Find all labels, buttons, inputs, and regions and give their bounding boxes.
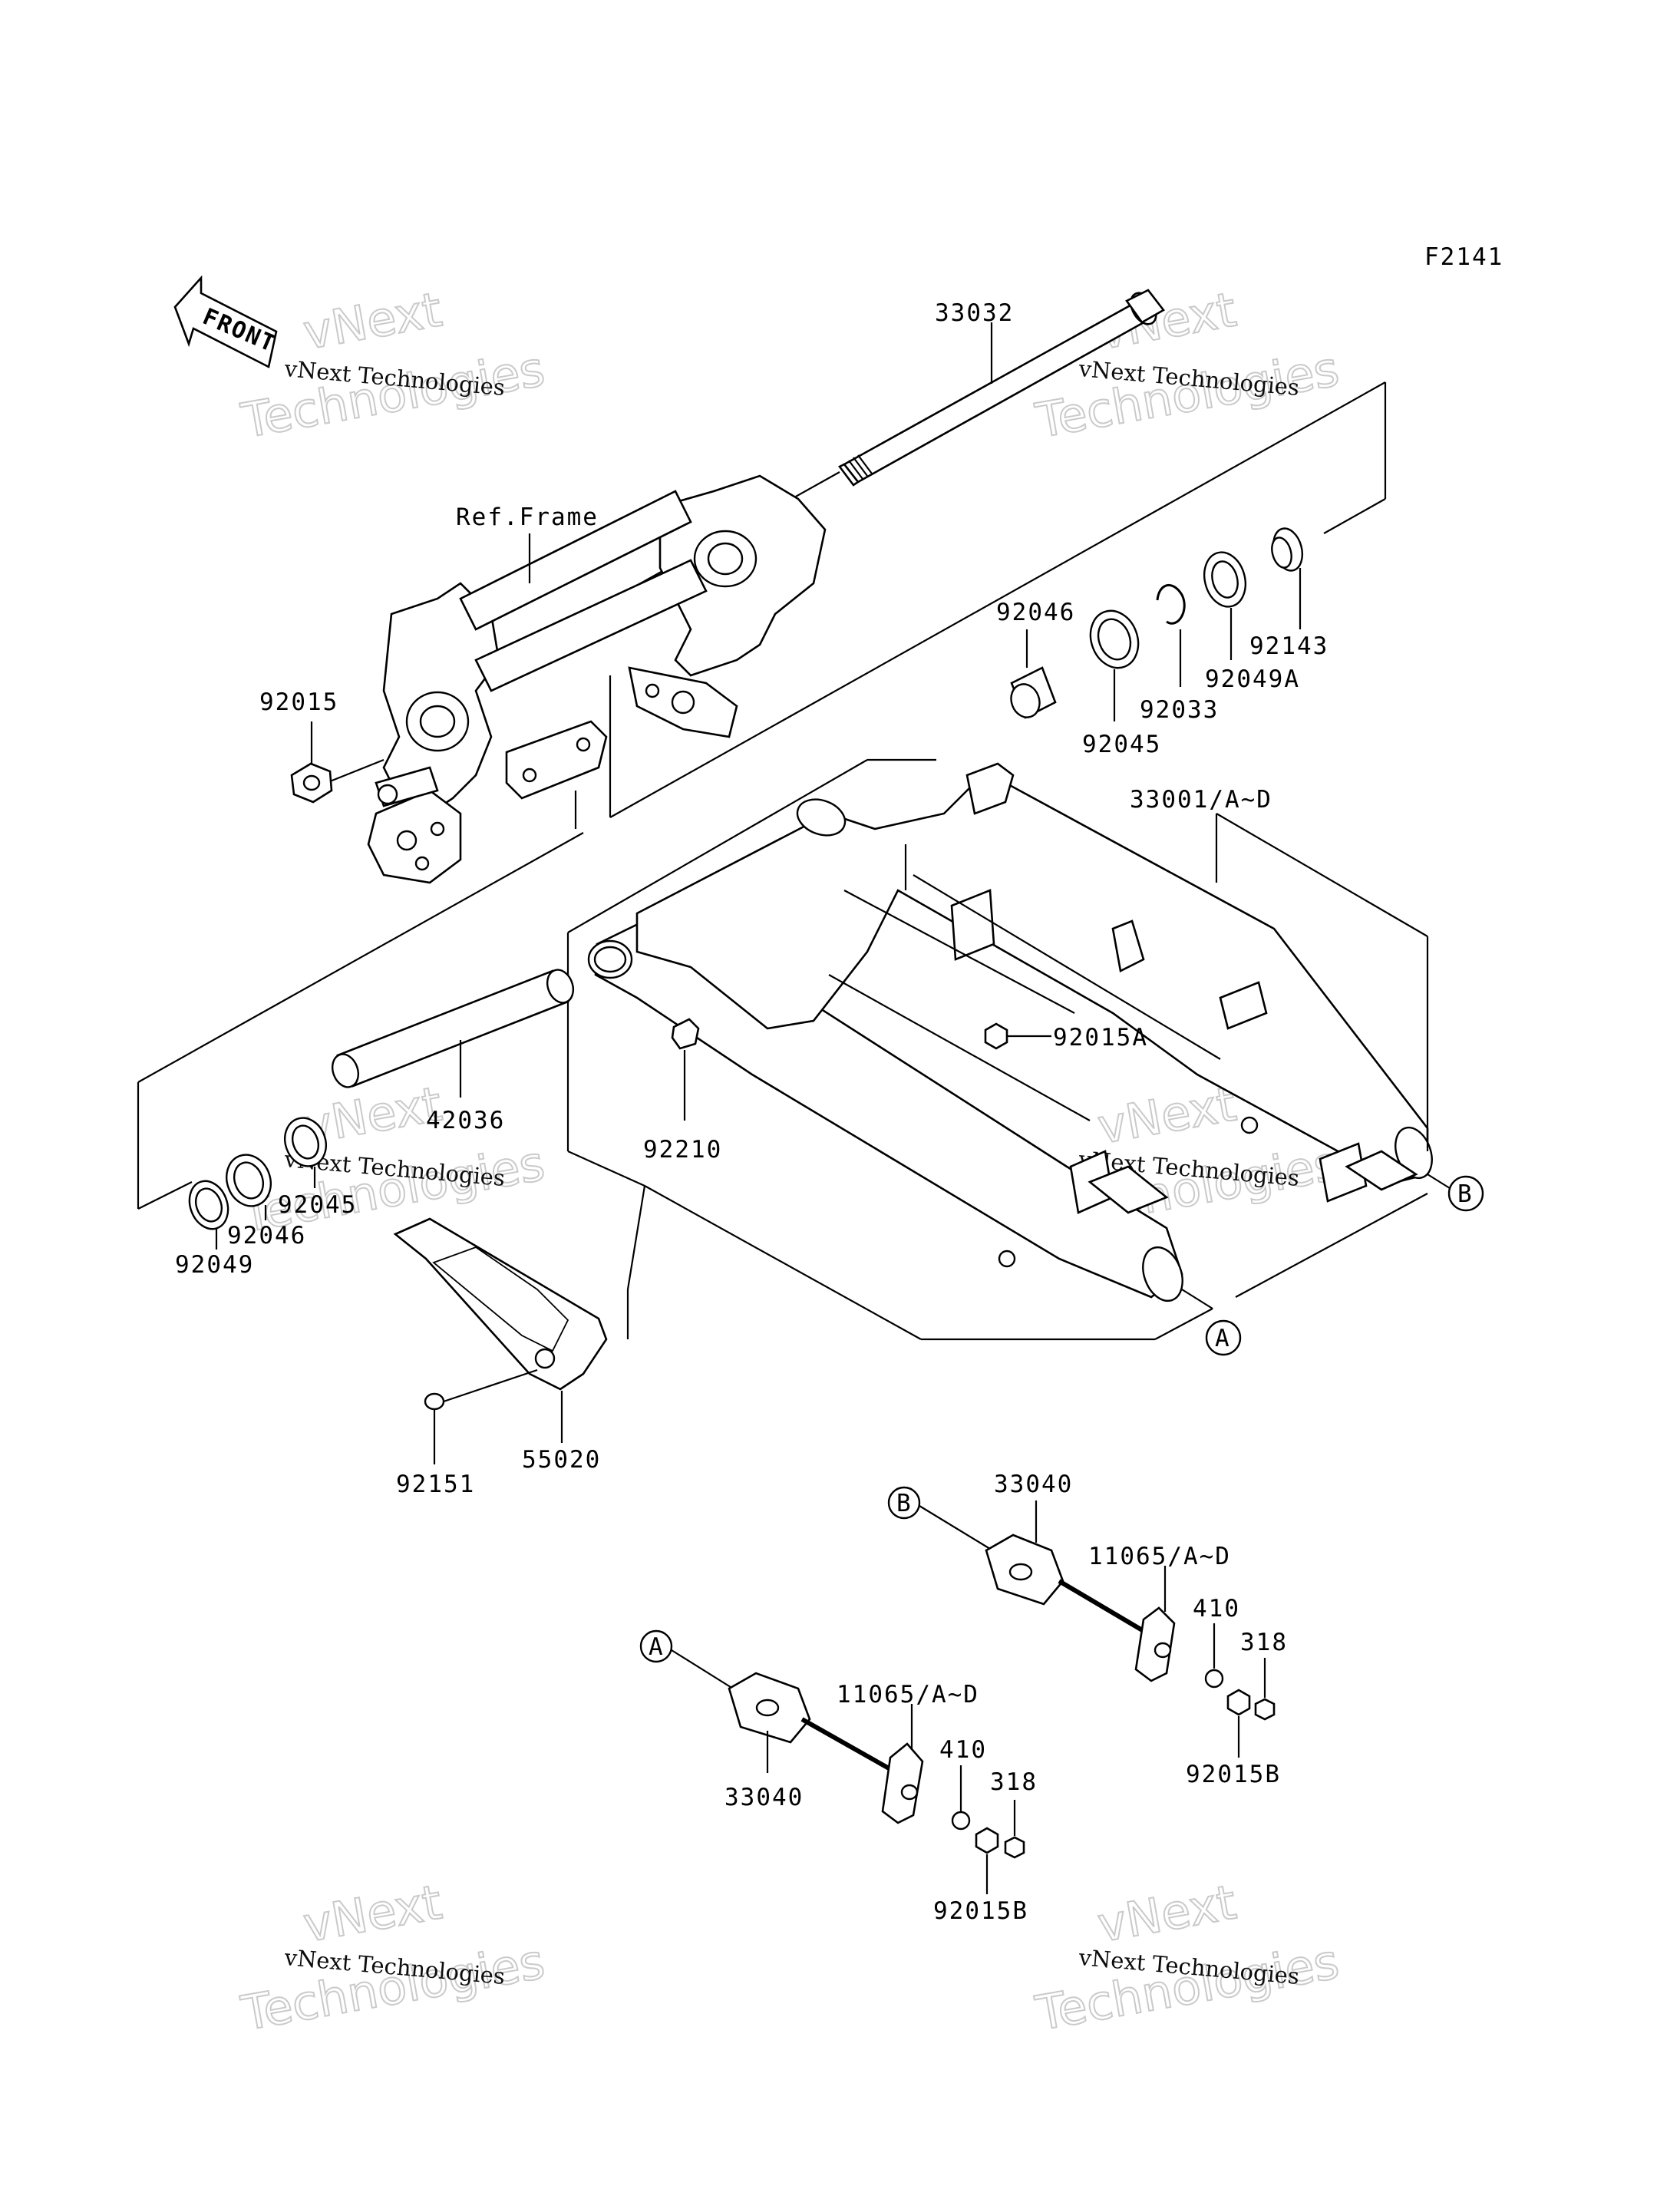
watermark-brand: vNext <box>299 1874 446 1953</box>
nut-318-left <box>1004 1800 1025 1859</box>
callout-a-swingarm: A <box>1205 1319 1242 1356</box>
nut-92015B-right <box>1226 1689 1251 1758</box>
callout-b-adjuster: B <box>887 1486 991 1550</box>
collar-92143 <box>1271 527 1304 629</box>
screw-92151 <box>424 1368 538 1464</box>
label-42036: 42036 <box>426 1107 505 1134</box>
label-92045-left: 92045 <box>278 1191 357 1219</box>
adjuster-bolt-11065-right <box>1058 1566 1176 1682</box>
needle-bearing-92046-left <box>226 1154 272 1220</box>
watermark-brand: vNext <box>299 281 446 360</box>
adjuster-bolt-11065-left <box>800 1704 924 1824</box>
circlip-92033 <box>1156 583 1186 687</box>
front-arrow-icon: FRONT <box>173 275 280 368</box>
label-92015A: 92015A <box>1053 1024 1148 1051</box>
label-92045-top: 92045 <box>1082 731 1161 758</box>
bearing-92045-left <box>284 1117 327 1188</box>
chain-guard-55020 <box>393 1185 646 1443</box>
nut-92015B-left <box>975 1827 999 1894</box>
label-33040-left: 33040 <box>724 1784 804 1811</box>
callout-b-letter: B <box>1457 1180 1474 1208</box>
nut-92015A <box>984 1022 1051 1050</box>
label-92049A: 92049A <box>1205 665 1300 693</box>
needle-bearing-92046-top <box>1010 629 1057 719</box>
label-92015: 92015 <box>259 688 338 716</box>
adjuster-block-33040-left <box>728 1672 811 1773</box>
watermark-brand: vNext <box>1094 1075 1240 1154</box>
callout-b-swingarm: B <box>1447 1175 1484 1212</box>
washer-410-right <box>1204 1623 1224 1689</box>
bearing-92045-top <box>1089 609 1140 721</box>
watermark-brand: vNext <box>1094 1874 1240 1953</box>
seal-92049 <box>188 1180 229 1250</box>
label-33001: 33001/A~D <box>1130 786 1272 814</box>
label-92143: 92143 <box>1249 632 1328 660</box>
label-92210: 92210 <box>643 1136 722 1164</box>
label-92015B-left: 92015B <box>933 1897 1028 1925</box>
label-410-left: 410 <box>939 1736 987 1764</box>
label-92015B-right: 92015B <box>1186 1761 1281 1788</box>
watermark-bottom-right: vNext Technologies vNext Technologies <box>1031 1873 1344 2042</box>
watermark-bottom-left: vNext Technologies vNext Technologies <box>236 1873 550 2042</box>
watermark-top-right: vNext Technologies vNext Technologies <box>1031 280 1344 450</box>
label-33040-right: 33040 <box>994 1471 1073 1498</box>
label-92033: 92033 <box>1140 696 1219 724</box>
label-410-right: 410 <box>1193 1595 1240 1623</box>
label-33032: 33032 <box>935 299 1014 327</box>
callout-a-adjuster-letter: A <box>649 1633 665 1661</box>
figure-code: F2141 <box>1424 243 1503 271</box>
callout-a-letter: A <box>1215 1325 1231 1352</box>
watermark-top-left: vNext Technologies vNext Technologies <box>236 280 550 450</box>
ref-frame-label: Ref.Frame <box>456 503 599 531</box>
label-92049: 92049 <box>175 1251 254 1279</box>
label-92151: 92151 <box>396 1471 475 1498</box>
sleeve-42036 <box>331 969 575 1098</box>
label-11065-left: 11065/A~D <box>837 1681 979 1708</box>
callout-a-adjuster: A <box>639 1629 734 1689</box>
seal-92049A <box>1203 551 1246 660</box>
label-92046-left: 92046 <box>227 1222 306 1250</box>
assembly-leader-lines-top <box>137 381 1387 1210</box>
nut-92015 <box>290 721 385 804</box>
label-11065-right: 11065/A~D <box>1088 1543 1231 1570</box>
swingarm-33001 <box>566 758 1459 1341</box>
label-55020: 55020 <box>522 1446 601 1474</box>
fitting-92210 <box>671 1018 700 1121</box>
label-92046-top: 92046 <box>996 599 1075 626</box>
washer-410-left <box>951 1765 971 1831</box>
nut-318-right <box>1254 1658 1276 1721</box>
frame-reference-assembly <box>367 474 827 884</box>
label-318-left: 318 <box>990 1768 1038 1796</box>
adjuster-block-33040-right <box>985 1500 1064 1606</box>
callout-b-adjuster-letter: B <box>896 1490 913 1517</box>
label-318-right: 318 <box>1240 1629 1288 1656</box>
